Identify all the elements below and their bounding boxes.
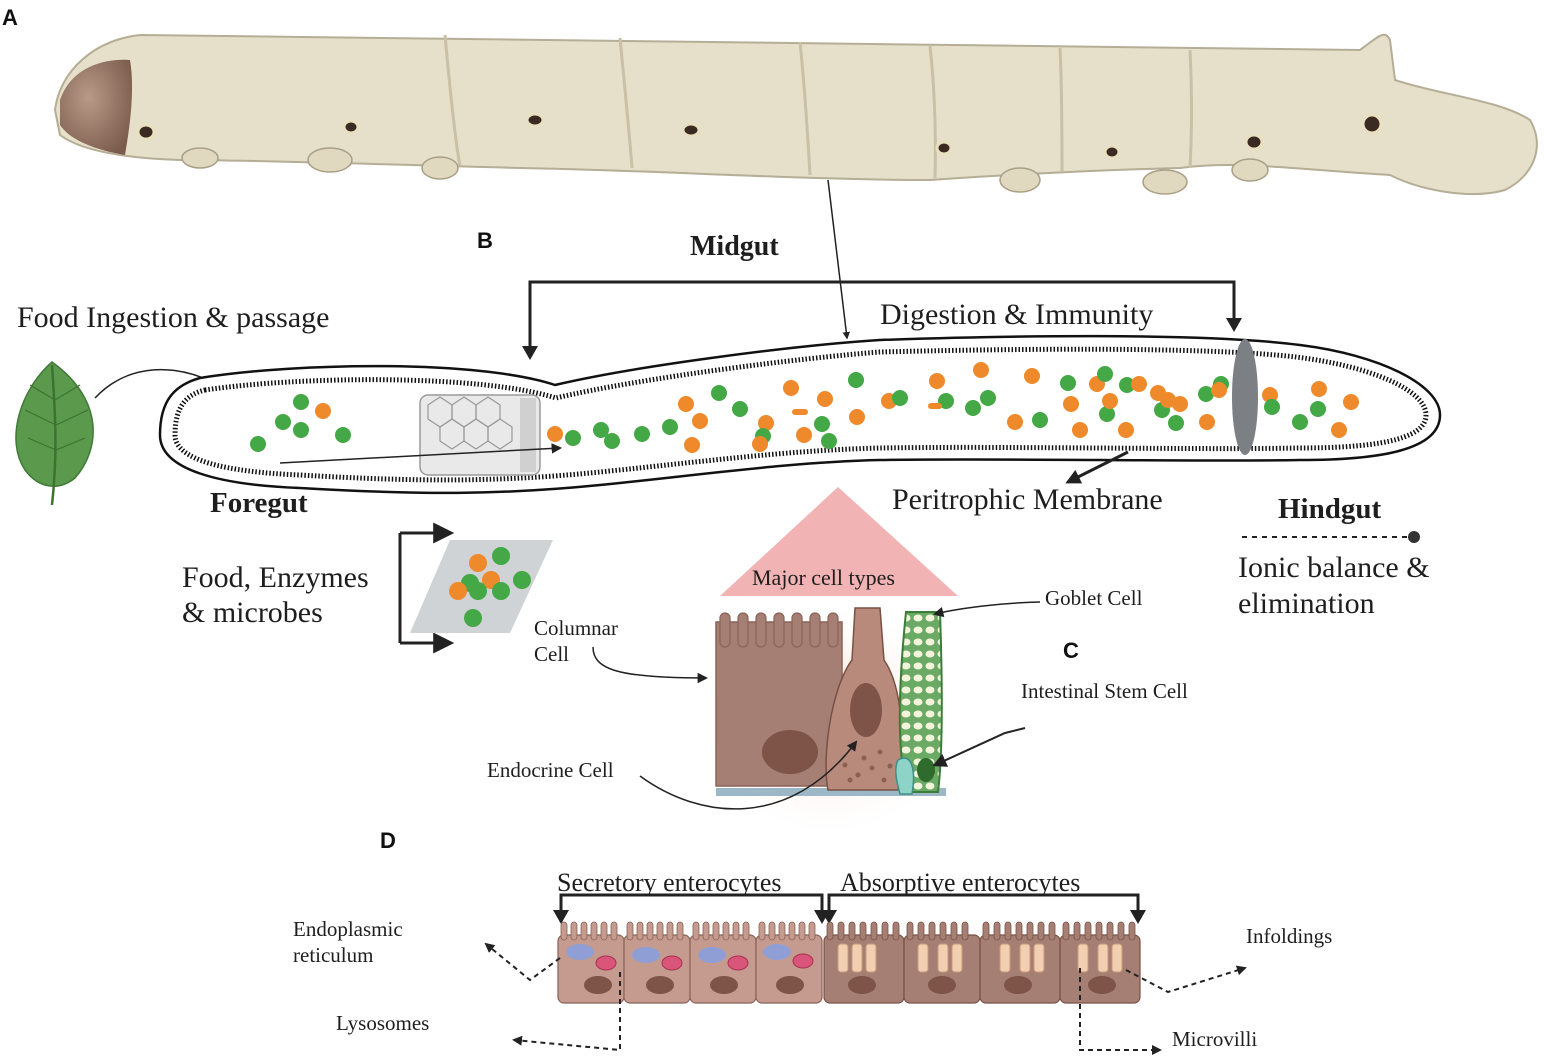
infoldings-pointer — [1125, 965, 1247, 994]
food-and-microbe-particles — [250, 362, 1359, 453]
hindgut-label: Hindgut — [1278, 493, 1382, 525]
absorptive-enterocytes-label: Absorptive enterocytes — [840, 868, 1081, 897]
secretory-bracket — [559, 893, 824, 922]
digestion-immunity-label: Digestion & Immunity — [880, 298, 1154, 331]
infoldings-label: Infoldings — [1246, 924, 1333, 948]
enterocyte-row — [557, 921, 1141, 1004]
microvilli-pointer — [1079, 968, 1162, 1055]
midgut-cell-types-illustration — [715, 607, 946, 796]
hindgut-endpoint — [1408, 531, 1420, 543]
goblet-pointer — [932, 601, 1041, 618]
stem-cell-pointer — [932, 727, 1026, 767]
secretory-enterocytes-label: Secretory enterocytes — [557, 868, 782, 897]
stem-cell-label: Intestinal Stem Cell — [1021, 679, 1188, 703]
microvilli-label: Microvilli — [1172, 1027, 1258, 1051]
lysosome-pointer — [512, 972, 621, 1052]
panel-label-d: D — [380, 828, 396, 853]
columnar-cell-label-line2: Cell — [534, 642, 569, 666]
ionic-balance-label-line1: Ionic balance & — [1238, 551, 1430, 584]
food-enzymes-label-line2: & microbes — [182, 596, 323, 629]
leaf-icon — [15, 361, 94, 506]
midgut-label: Midgut — [690, 231, 779, 262]
columnar-pointer — [592, 646, 709, 684]
goblet-cell-label: Goblet Cell — [1045, 586, 1143, 610]
endocrine-pointer — [639, 740, 858, 810]
panel-label-c: C — [1063, 638, 1079, 663]
peritrophic-pointer-arrow — [1065, 450, 1129, 484]
endocrine-cell-label: Endocrine Cell — [487, 758, 614, 782]
lysosomes-label: Lysosomes — [336, 1011, 430, 1035]
er-label-line2: reticulum — [293, 943, 374, 967]
cardiac-valve — [419, 394, 541, 476]
absorptive-bracket — [827, 893, 1140, 912]
food-enzymes-label-line1: Food, Enzymes — [182, 561, 369, 594]
columnar-cell-label-line1: Columnar — [534, 616, 618, 640]
food-ingestion-label: Food Ingestion & passage — [17, 301, 330, 334]
er-pointer — [484, 942, 561, 982]
pyloric-valve — [1232, 339, 1258, 455]
silkworm-larva-image — [53, 33, 1538, 196]
cell-types-triangle — [720, 487, 958, 596]
midgut-bracket — [528, 280, 1236, 355]
ionic-balance-label-line2: elimination — [1238, 587, 1375, 620]
lumen-contents-box — [398, 522, 553, 654]
foregut-label: Foregut — [210, 487, 308, 519]
panel-label-b: B — [477, 228, 493, 253]
major-cell-types-label: Major cell types — [752, 565, 895, 590]
peritrophic-membrane-label: Peritrophic Membrane — [892, 483, 1163, 516]
larva-pointer-arrow — [827, 179, 851, 340]
panel-label-a: A — [2, 5, 18, 30]
er-label-line1: Endoplasmic — [293, 917, 403, 941]
food-passage-arrow — [279, 443, 563, 464]
